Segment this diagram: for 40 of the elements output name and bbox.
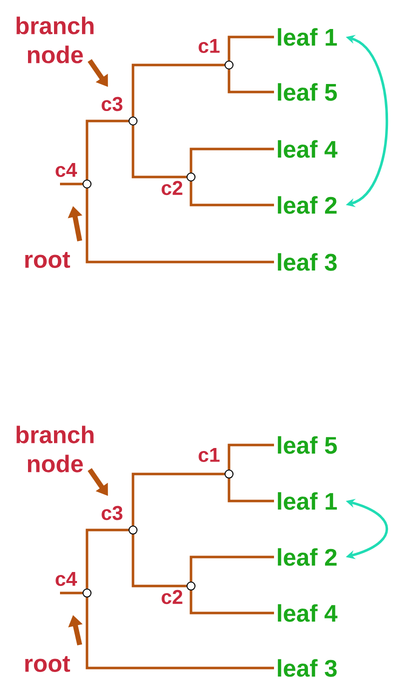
branch-line bbox=[190, 148, 274, 172]
node-label: c3 bbox=[102, 506, 122, 520]
annotation-label: branch node bbox=[16, 16, 94, 64]
branch-line bbox=[132, 472, 224, 526]
leaf-label: leaf 5 bbox=[278, 436, 337, 454]
root-stub bbox=[60, 592, 82, 594]
branch-line bbox=[86, 528, 128, 588]
annotation-label: branch node bbox=[16, 426, 94, 472]
branch-line bbox=[86, 598, 274, 670]
branch-line bbox=[86, 120, 128, 180]
branch-line bbox=[228, 70, 274, 94]
branch-line bbox=[86, 188, 274, 264]
branch-line bbox=[132, 64, 224, 116]
leaf-label: leaf 3 bbox=[278, 253, 337, 271]
branch-line bbox=[190, 590, 274, 614]
node-label: c4 bbox=[56, 572, 77, 586]
branch-line bbox=[190, 182, 274, 206]
leaf-label: leaf 4 bbox=[278, 140, 338, 158]
branch-line bbox=[132, 534, 186, 588]
annotation-label: root bbox=[25, 656, 70, 672]
branch-line bbox=[228, 444, 274, 470]
node-label: c1 bbox=[198, 448, 220, 462]
node-label: c4 bbox=[56, 163, 77, 177]
leaf-label: leaf 1 bbox=[278, 492, 337, 510]
branch-line bbox=[228, 36, 274, 60]
leaf-label: leaf 5 bbox=[278, 83, 337, 101]
leaf-label: leaf 4 bbox=[278, 604, 338, 622]
node-label: c2 bbox=[162, 590, 182, 604]
annotation-label: root bbox=[25, 252, 70, 268]
root-stub bbox=[60, 182, 82, 186]
leaf-label: leaf 3 bbox=[278, 659, 337, 677]
branch-line bbox=[190, 556, 274, 582]
branch-line bbox=[132, 126, 186, 178]
leaf-label: leaf 2 bbox=[278, 548, 337, 566]
branch-line bbox=[228, 478, 274, 502]
leaf-label: leaf 1 bbox=[278, 28, 337, 46]
leaf-label: leaf 2 bbox=[278, 196, 337, 214]
node-label: c2 bbox=[162, 180, 182, 196]
node-label: c3 bbox=[102, 96, 122, 112]
node-label: c1 bbox=[198, 39, 220, 53]
